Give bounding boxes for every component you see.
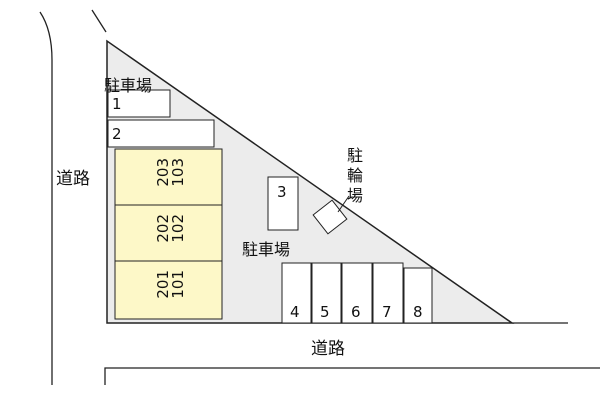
parking-slot-3-box [267,176,299,231]
parking-slot-1: 1 [112,95,122,113]
parking-slot-2: 2 [112,125,122,143]
unit-block-202-102 [114,204,223,262]
bicycle-parking-leader [337,195,350,213]
road-label-left: 道路 [56,169,90,189]
road-label-bottom: 道路 [311,339,345,359]
parking-label-top: 駐車場 [104,76,153,95]
parking-slot-8: 8 [413,303,423,321]
left-road-corner [91,9,107,33]
parking-slot-4: 4 [290,303,300,321]
unit-label-upper: 203 [154,158,172,187]
unit-label-upper: 201 [154,270,172,299]
parking-slot-6-box [341,262,373,324]
parking-slot-5-box [311,262,342,324]
parking-slot-8-box [403,267,433,324]
parking-slot-7-box [372,262,404,324]
unit-block-203-103 [114,148,223,206]
bottom-road-edge [104,367,600,385]
unit-block-201-101 [114,260,223,320]
parking-slot-7: 7 [382,303,392,321]
parking-slot-4-box [281,262,312,324]
parking-slot-3: 3 [277,183,287,201]
unit-label-lower: 103 [169,158,187,187]
parking-slot-6: 6 [351,303,361,321]
parking-slot-5: 5 [320,303,330,321]
parking-label-middle: 駐車場 [242,240,291,259]
parking-slot-1-box [107,89,171,118]
left-road-edge [39,11,53,385]
unit-label-lower: 102 [169,214,187,243]
unit-label-lower: 101 [169,270,187,299]
unit-label-upper: 202 [154,214,172,243]
bicycle-parking-label: 駐輪場 [346,146,363,205]
parking-slot-2-box [107,119,215,148]
